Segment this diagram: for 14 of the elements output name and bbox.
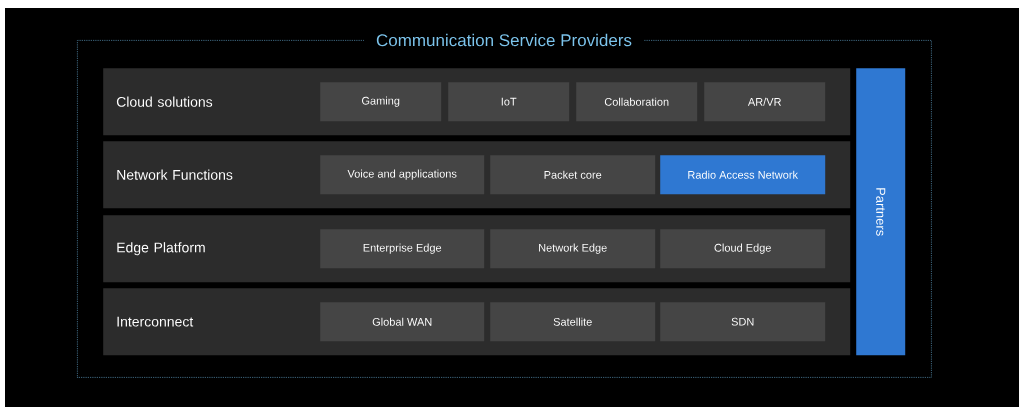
category-box: Gaming	[320, 82, 442, 122]
category-box: Cloud Edge	[660, 229, 826, 269]
category-box: Radio Access Network	[660, 155, 826, 195]
category-box: AR/VR	[704, 82, 826, 122]
category-box: Packet core	[490, 155, 656, 195]
side-bar: Partners	[856, 68, 906, 356]
category-box: IoT	[448, 82, 570, 122]
category-box: Satellite	[490, 302, 656, 342]
category-box: Network Edge	[490, 229, 656, 269]
category-box: SDN	[660, 302, 826, 342]
category-box: Enterprise Edge	[320, 229, 485, 269]
category-box: Voice and applications	[320, 155, 485, 195]
category-box: Global WAN	[320, 302, 485, 342]
category-box: Collaboration	[576, 82, 698, 122]
